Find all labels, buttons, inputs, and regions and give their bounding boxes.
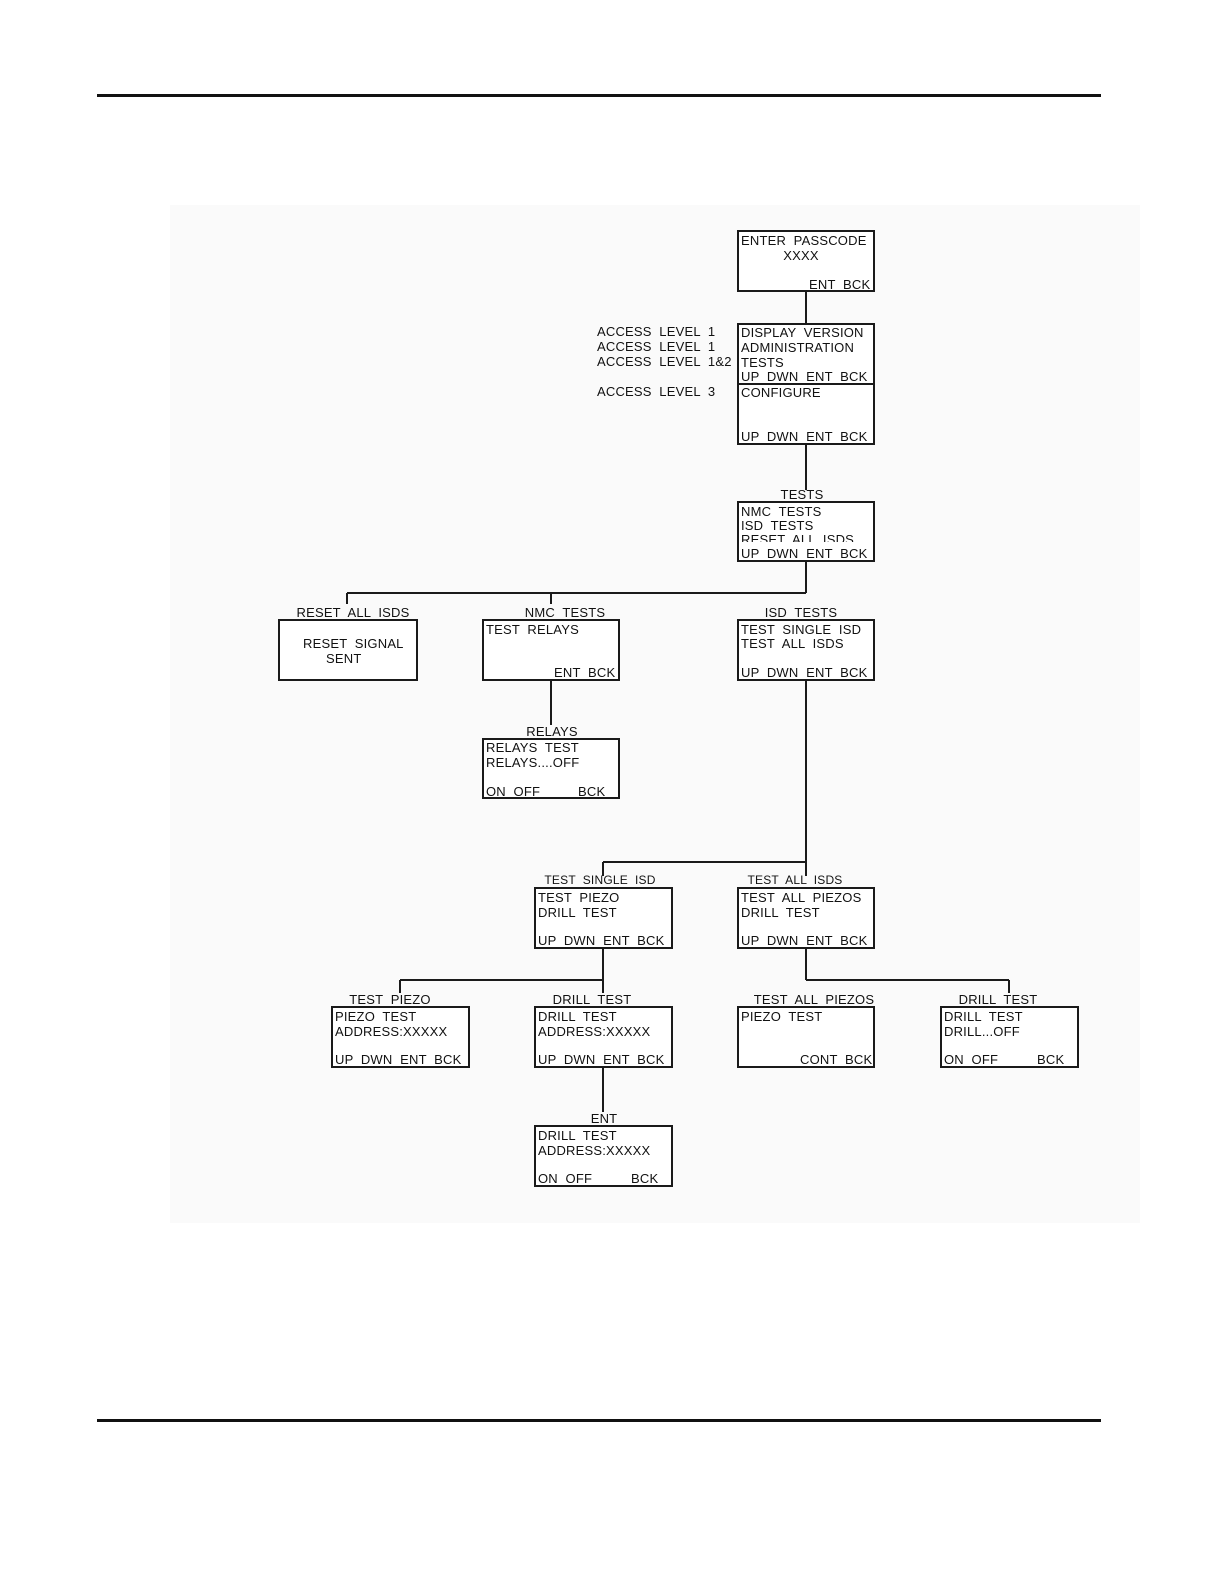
relays-screen: RELAYS TEST RELAYS....OFF ON OFF BCK [482,738,620,799]
screen-line: ADDRESS:XXXXX [538,1024,651,1039]
screen-softkeys: CONT BCK [800,1052,873,1067]
test-all-piezos-screen: PIEZO TEST CONT BCK [737,1006,875,1068]
screen-line: ADDRESS:XXXXX [538,1143,651,1158]
screen-line: DRILL TEST [944,1009,1023,1024]
screen-line: SENT [326,651,362,666]
main-menu-screen: DISPLAY VERSION ADMINISTRATION TESTS UP … [737,323,875,385]
screen-line: NMC TESTS [741,504,822,519]
screen-line: ADMINISTRATION [741,340,855,355]
screen-line: ISD TESTS [741,518,814,533]
screen-line: ENTER PASSCODE [741,233,867,248]
screen-line: RELAYS....OFF [486,755,580,770]
tests-screen: NMC TESTS ISD TESTS RESET ALL ISDS UP DW… [737,501,875,562]
screen-line: TEST ALL PIEZOS [741,890,862,905]
screen-line: TESTS [741,355,784,370]
test-piezo-screen: PIEZO TEST ADDRESS:XXXXX UP DWN ENT BCK [331,1006,470,1068]
access-level-label: ACCESS LEVEL 1 [597,324,716,339]
screen-line: TEST ALL ISDS [741,636,844,651]
screen-title: ENT [590,1111,618,1126]
screen-line: PIEZO TEST [335,1009,417,1024]
access-level-label: ACCESS LEVEL 1&2 [597,354,732,369]
screen-line: RESET ALL ISDS [741,532,855,542]
drill-test-single-screen: DRILL TEST ADDRESS:XXXXX UP DWN ENT BCK [534,1006,673,1068]
screen-title: TEST ALL PIEZOS [753,992,875,1007]
screen-title: RELAYS [526,724,578,739]
screen-line: DRILL TEST [538,1009,617,1024]
test-all-isds-screen: TEST ALL PIEZOS DRILL TEST UP DWN ENT BC… [737,887,875,949]
drill-test-all-screen: DRILL TEST DRILL...OFF ON OFF BCK [940,1006,1079,1068]
access-level-label: ACCESS LEVEL 3 [597,384,716,399]
screen-softkeys: BCK [578,784,606,799]
screen-line: ADDRESS:XXXXX [335,1024,448,1039]
test-single-isd-screen: TEST PIEZO DRILL TEST UP DWN ENT BCK [534,887,673,949]
screen-softkeys: UP DWN ENT BCK [335,1052,462,1067]
screen-softkeys: ON OFF [486,784,541,799]
screen-line: DRILL TEST [741,905,820,920]
screen-softkeys: UP DWN ENT BCK [741,933,868,948]
screen-softkeys: ENT BCK [809,277,871,292]
passcode-screen: ENTER PASSCODE XXXX ENT BCK [737,230,875,292]
screen-softkeys: UP DWN ENT BCK [741,429,868,444]
screen-softkeys: BCK [631,1171,659,1186]
screen-title: TEST PIEZO [349,992,431,1007]
screen-line: XXXX [783,248,819,263]
screen-line: DISPLAY VERSION [741,325,864,340]
screen-line: TEST PIEZO [538,890,620,905]
screen-title: TEST SINGLE ISD [544,873,656,887]
bottom-rule [97,1419,1101,1422]
screen-title: TEST ALL ISDS [747,873,843,887]
screen-softkeys: BCK [1037,1052,1065,1067]
screen-line: RESET SIGNAL [303,636,404,651]
access-level-label: ACCESS LEVEL 1 [597,339,716,354]
drill-ent-screen: DRILL TEST ADDRESS:XXXXX ON OFF BCK [534,1125,673,1187]
screen-softkeys: UP DWN ENT BCK [741,369,868,384]
screen-title: TESTS [780,487,824,502]
screen-softkeys: ON OFF [944,1052,999,1067]
screen-line: DRILL TEST [538,1128,617,1143]
screen-line: PIEZO TEST [741,1009,823,1024]
screen-line: DRILL...OFF [944,1024,1020,1039]
screen-softkeys: UP DWN ENT BCK [741,665,868,680]
screen-title: NMC TESTS [524,605,606,620]
configure-screen: CONFIGURE UP DWN ENT BCK [737,383,875,445]
screen-softkeys: UP DWN ENT BCK [538,1052,665,1067]
isd-tests-screen: TEST SINGLE ISD TEST ALL ISDS UP DWN ENT… [737,619,875,681]
screen-title: DRILL TEST [958,992,1038,1007]
screen-title: DRILL TEST [552,992,632,1007]
nmc-tests-screen: TEST RELAYS ENT BCK [482,619,620,681]
screen-softkeys: ENT BCK [554,665,616,680]
screen-softkeys: UP DWN ENT BCK [741,546,868,561]
screen-line: CONFIGURE [741,385,821,400]
top-rule [97,94,1101,97]
screen-line: TEST SINGLE ISD [741,622,862,637]
screen-line: DRILL TEST [538,905,617,920]
screen-softkeys: ON OFF [538,1171,593,1186]
screen-line: RELAYS TEST [486,740,579,755]
screen-line: TEST RELAYS [486,622,579,637]
screen-softkeys: UP DWN ENT BCK [538,933,665,948]
screen-title: RESET ALL ISDS [296,605,410,620]
reset-all-screen: RESET SIGNAL SENT [278,619,418,681]
screen-title: ISD TESTS [764,605,838,620]
